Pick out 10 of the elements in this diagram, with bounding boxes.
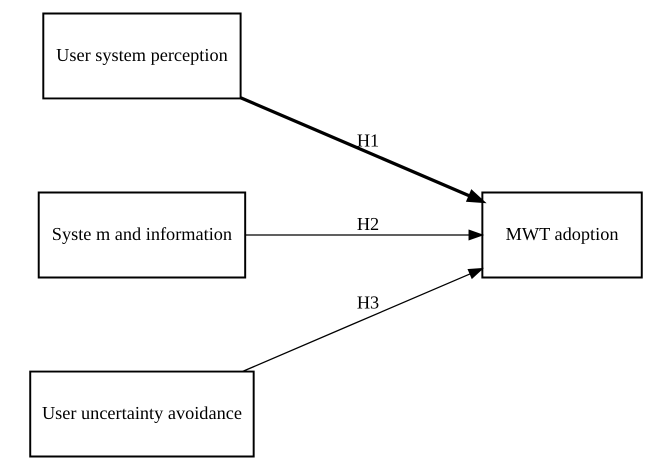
arrow (242, 268, 484, 372)
node-box: User uncertainty avoidance (29, 370, 255, 458)
node-box: Syste m and information (38, 192, 246, 278)
arrow (240, 96, 487, 204)
arrow (245, 230, 484, 240)
node-box: User system perception (42, 12, 242, 100)
node-box: MWT adoption (481, 192, 643, 278)
edge-label: H1 (356, 130, 380, 150)
edge-label: H3 (356, 292, 380, 312)
edge-label: H2 (356, 214, 380, 234)
